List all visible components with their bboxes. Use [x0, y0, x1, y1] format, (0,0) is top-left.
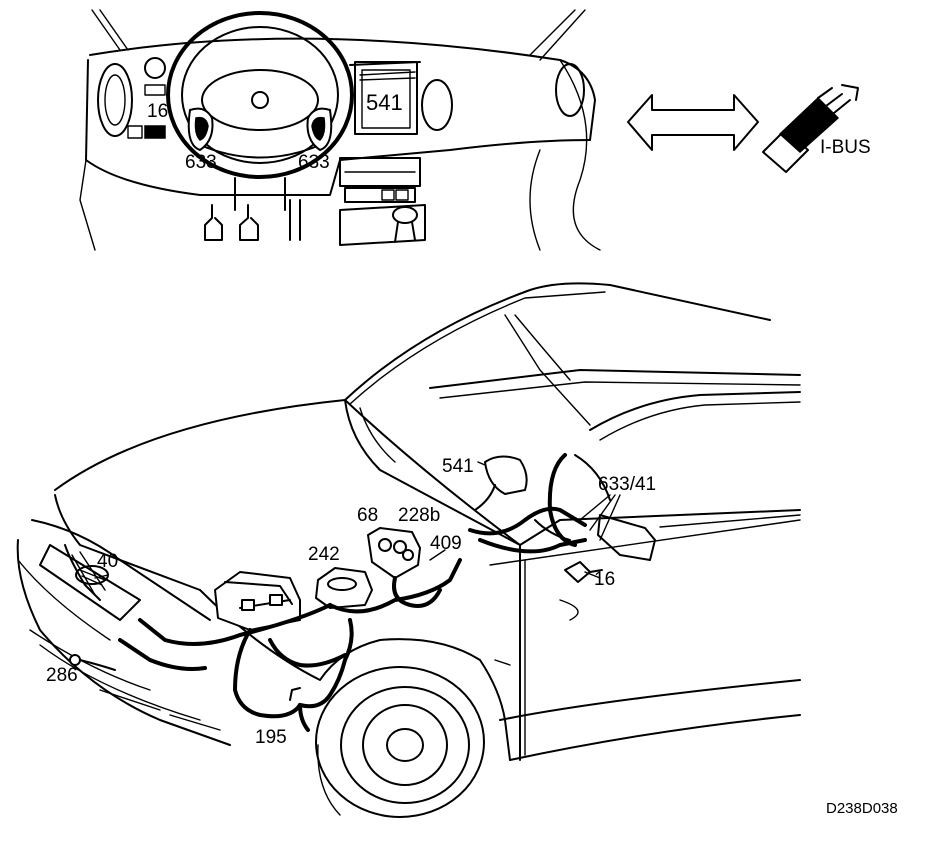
fuse-label-16: 16	[147, 101, 168, 122]
component-label-16: 16	[594, 569, 615, 590]
component-label-242: 242	[308, 544, 340, 565]
dashboard-inset	[79, 9, 601, 251]
connector-icon	[762, 84, 859, 173]
component-label-228b: 228b	[398, 505, 440, 526]
double-arrow-icon	[627, 94, 759, 151]
component-label-68: 68	[357, 505, 378, 526]
component-label-40: 40	[97, 551, 118, 572]
component-label-409: 409	[430, 533, 462, 554]
component-label-541: 541	[442, 456, 474, 477]
bus-label: I-BUS	[820, 137, 871, 158]
airbag-label-633-right: 633	[298, 152, 330, 173]
component-label-195: 195	[255, 727, 287, 748]
component-label-633-41: 633/41	[598, 474, 656, 495]
figure-reference: D238D038	[826, 800, 898, 817]
display-label-541: 541	[366, 90, 403, 115]
airbag-label-633-left: 633	[185, 152, 217, 173]
car-illustration	[16, 282, 801, 818]
component-label-286: 286	[46, 665, 78, 686]
